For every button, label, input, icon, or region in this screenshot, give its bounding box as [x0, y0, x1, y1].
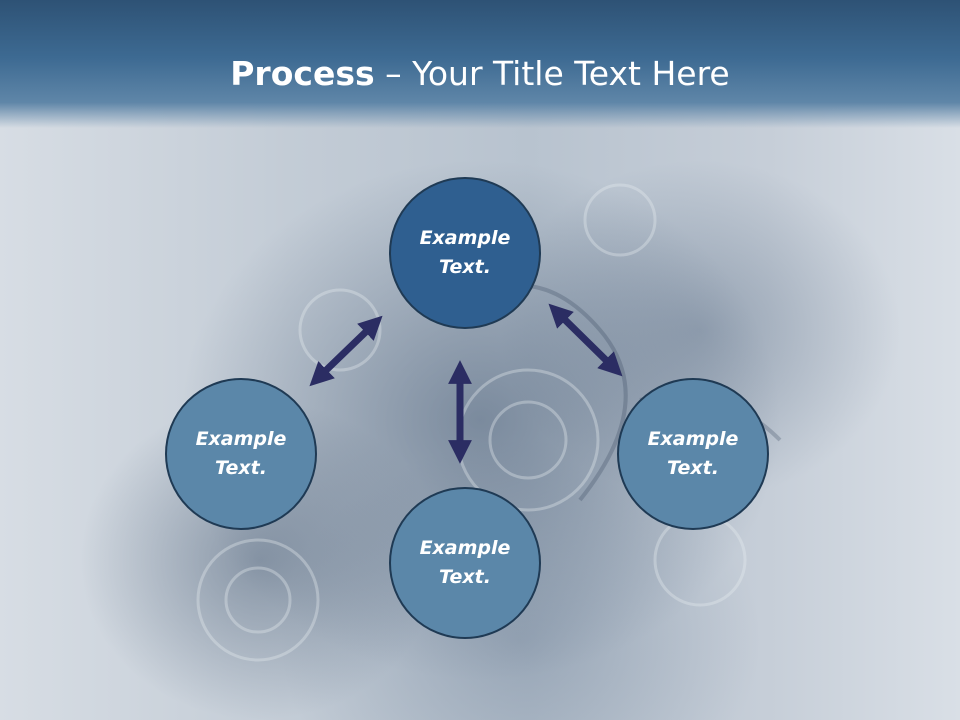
title-bar: [0, 0, 960, 128]
title-rest: – Your Title Text Here: [374, 54, 730, 93]
node-left: Example Text.: [165, 378, 317, 530]
slide-title: Process – Your Title Text Here: [0, 52, 960, 96]
node-top-label: Example Text.: [419, 227, 511, 278]
arrow-top-left: [309, 315, 383, 387]
node-top: Example Text.: [389, 177, 541, 329]
node-left-label: Example Text.: [195, 428, 287, 479]
node-right-label: Example Text.: [647, 428, 739, 479]
arrow-top-right: [548, 303, 623, 377]
node-right: Example Text.: [617, 378, 769, 530]
node-bottom-label: Example Text.: [419, 537, 511, 588]
title-bold: Process: [230, 54, 375, 93]
node-bottom: Example Text.: [389, 487, 541, 639]
